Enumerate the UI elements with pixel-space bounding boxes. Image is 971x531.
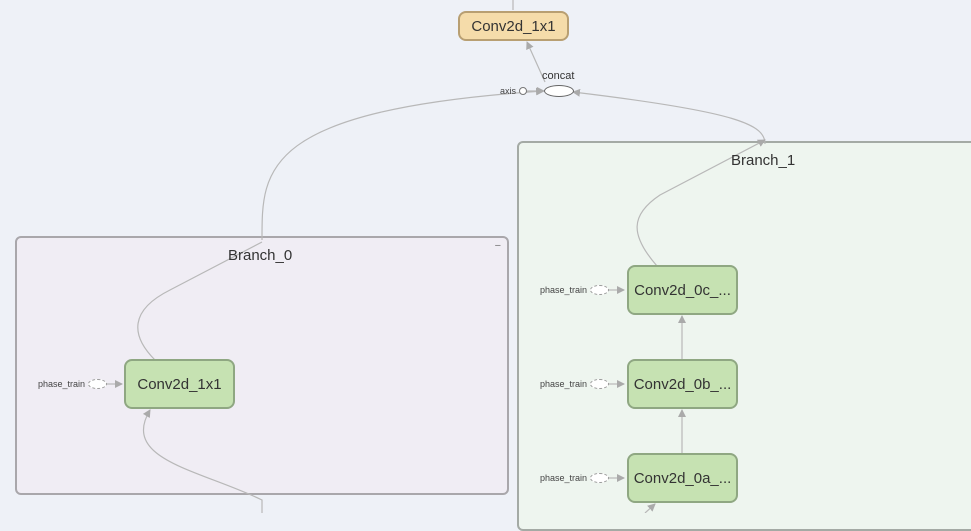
edge-branch1-input [644, 503, 656, 513]
edge-concat-to-conv [526, 41, 546, 83]
edge-branch0-input [142, 409, 263, 513]
conv2d-1x1-branch0-label: Conv2d_1x1 [137, 375, 222, 393]
edge-branch1-to-concat [572, 88, 766, 145]
conv2d-0b-label: Conv2d_0b_... [633, 375, 732, 393]
axis-const-node[interactable] [519, 87, 527, 95]
phase-train-node-b[interactable] [590, 379, 609, 389]
graph-edges [107, 0, 766, 513]
phase-train-node-c[interactable] [590, 285, 609, 295]
phase-train-label-a: phase_train [540, 473, 588, 483]
conv2d-1x1-branch0-node[interactable]: Conv2d_1x1 [124, 359, 235, 409]
edge-conv-c-to-branch1-out [636, 139, 766, 267]
edge-branch0-to-concat [261, 87, 544, 241]
collapse-button[interactable]: − [494, 240, 501, 252]
branch-0-title: Branch_0 [228, 247, 293, 264]
phase-train-node-a[interactable] [590, 473, 609, 483]
conv2d-1x1-top-label: Conv2d_1x1 [471, 17, 556, 35]
conv2d-0a-node[interactable]: Conv2d_0a_... [627, 453, 738, 503]
concat-op-node[interactable] [544, 85, 574, 97]
branch-1-title: Branch_1 [731, 152, 796, 169]
edge-conv-to-branch0-out [137, 241, 263, 361]
conv2d-0b-node[interactable]: Conv2d_0b_... [627, 359, 738, 409]
phase-train-label-b: phase_train [540, 379, 588, 389]
branch-0-group[interactable]: − [15, 236, 509, 495]
phase-train-label-0: phase_train [38, 379, 86, 389]
branch-1-group[interactable] [517, 141, 971, 531]
concat-label: concat [542, 70, 575, 82]
phase-train-node-0[interactable] [88, 379, 107, 389]
conv2d-1x1-top-node[interactable]: Conv2d_1x1 [458, 11, 569, 41]
conv2d-0c-label: Conv2d_0c_... [634, 281, 731, 299]
axis-label: axis [500, 86, 517, 96]
conv2d-0c-node[interactable]: Conv2d_0c_... [627, 265, 738, 315]
conv2d-0a-label: Conv2d_0a_... [633, 469, 732, 487]
phase-train-label-c: phase_train [540, 285, 588, 295]
